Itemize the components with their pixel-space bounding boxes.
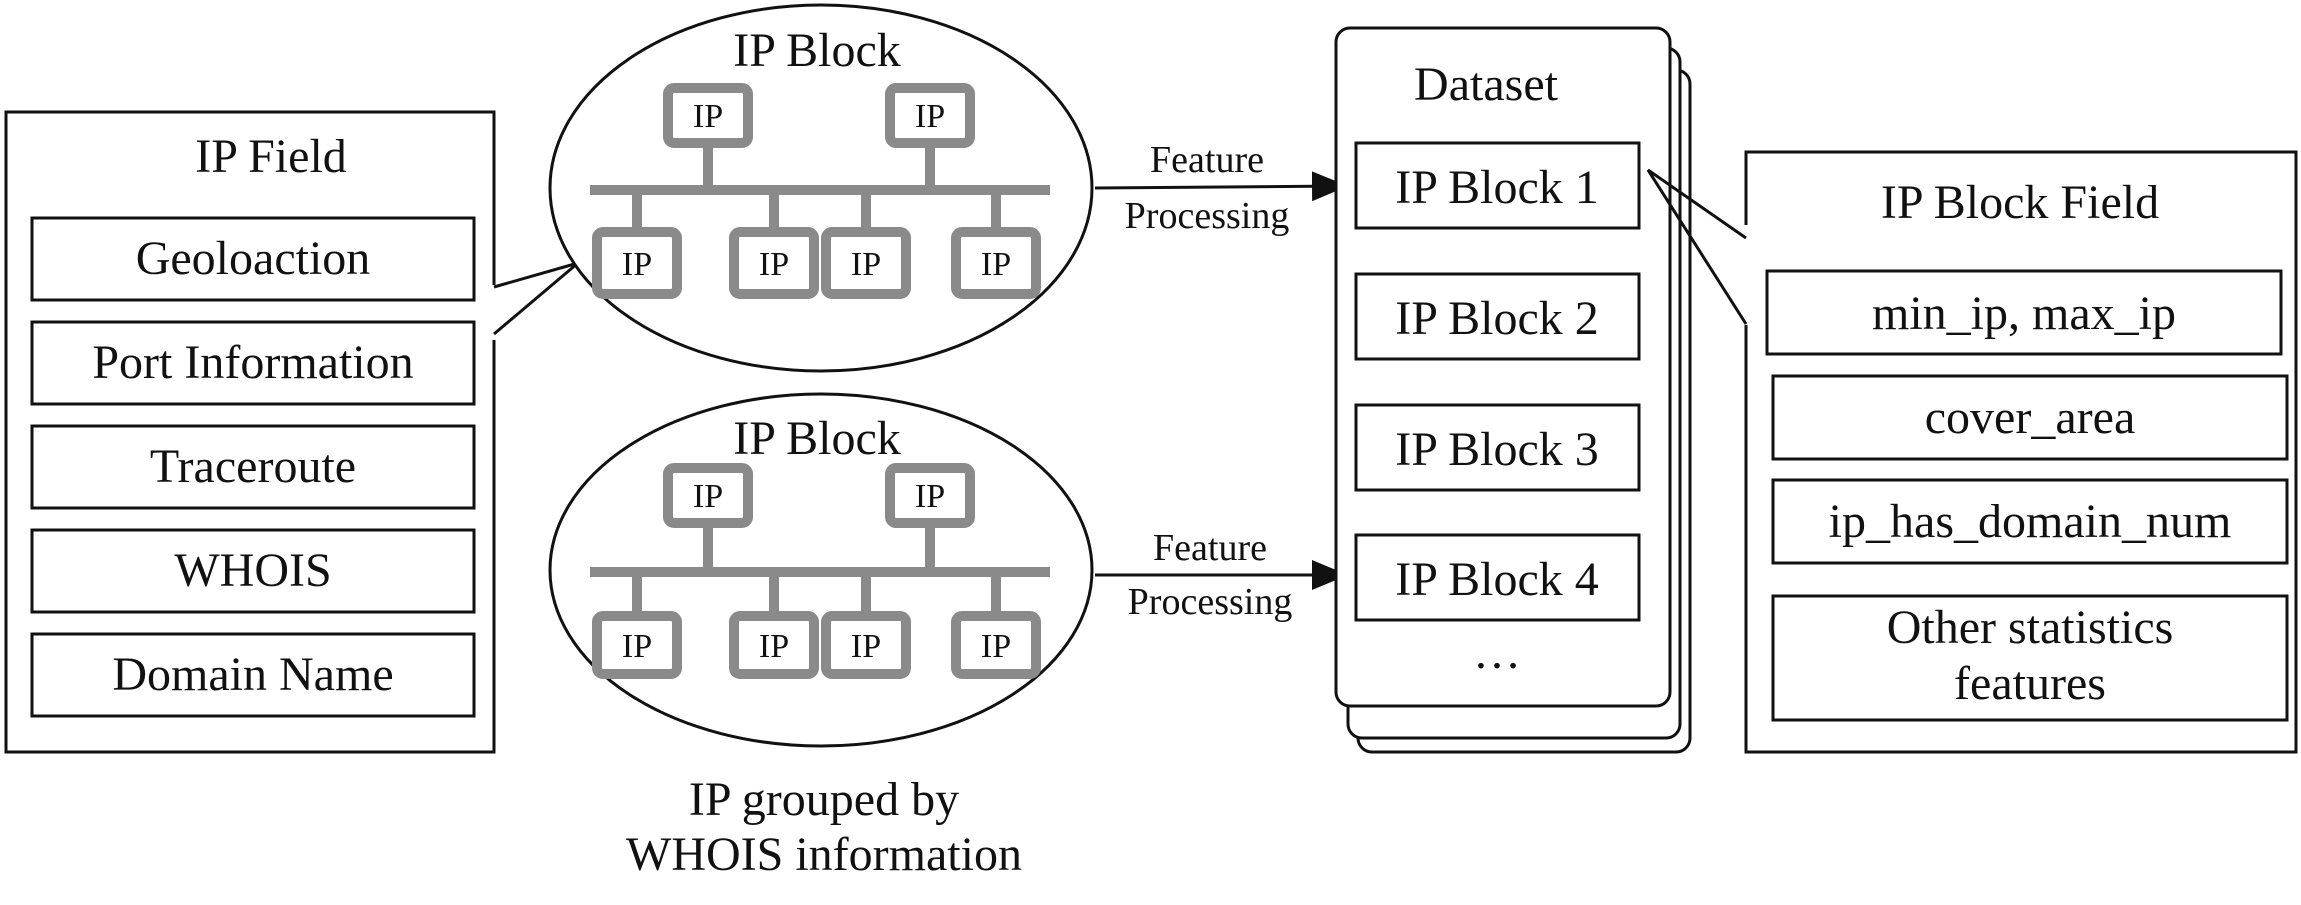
ip-field-item: Port Information [30, 320, 476, 406]
svg-text:Feature: Feature [1150, 139, 1264, 181]
ip-node: IP [885, 83, 975, 148]
ip-block-title: IP Block [733, 412, 901, 465]
feature-processing-arrow-bottom: Feature Processing [1095, 527, 1348, 623]
ip-node: IP [592, 227, 682, 299]
svg-text:ip_has_domain_num: ip_has_domain_num [1829, 495, 2232, 548]
ip-node: IP [821, 227, 911, 299]
ip-block-field-callout [1646, 168, 1750, 325]
svg-text:IP grouped by: IP grouped by [689, 773, 959, 826]
svg-text:IP: IP [981, 246, 1011, 283]
ip-node: IP [951, 227, 1041, 299]
ip-node: IP [951, 611, 1041, 679]
dataset-stack: Dataset IP Block 1 IP Block 2 IP Block 3… [1334, 26, 1692, 754]
svg-text:IP: IP [622, 628, 652, 665]
feature-processing-arrow-top: Feature Processing [1094, 139, 1348, 237]
svg-text:IP: IP [693, 478, 723, 515]
svg-text:IP Block 1: IP Block 1 [1395, 161, 1599, 214]
ip-block-field-title: IP Block Field [1881, 176, 2159, 229]
svg-text:Feature: Feature [1153, 527, 1267, 569]
svg-text:IP: IP [693, 98, 723, 135]
svg-text:Processing: Processing [1125, 195, 1290, 237]
svg-text:Domain Name: Domain Name [112, 648, 393, 701]
svg-text:IP Block 3: IP Block 3 [1395, 423, 1599, 476]
grouping-caption: IP grouped by WHOIS information [626, 773, 1022, 881]
ip-field-item: Domain Name [30, 632, 476, 718]
svg-text:IP Block 2: IP Block 2 [1395, 292, 1599, 345]
svg-text:Traceroute: Traceroute [150, 440, 356, 493]
ip-block-field-item: ip_has_domain_num [1771, 478, 2289, 565]
svg-text:IP Block 4: IP Block 4 [1395, 553, 1599, 606]
svg-text:IP: IP [851, 628, 881, 665]
ip-node: IP [592, 611, 682, 679]
svg-text:features: features [1954, 657, 2106, 710]
svg-text:IP: IP [759, 628, 789, 665]
svg-text:IP: IP [915, 98, 945, 135]
svg-text:Port Information: Port Information [92, 336, 413, 389]
svg-text:cover_area: cover_area [1925, 391, 2136, 444]
ip-node: IP [663, 83, 753, 148]
svg-text:WHOIS information: WHOIS information [626, 828, 1022, 881]
ip-block-top: IP Block IP IP IP IP IP IP [548, 3, 1094, 373]
ip-field-item: Geoloaction [30, 216, 476, 302]
dataset-item: IP Block 3 [1354, 403, 1641, 492]
dataset-ellipsis: … [1473, 626, 1521, 679]
ip-node: IP [885, 463, 975, 528]
svg-text:WHOIS: WHOIS [174, 544, 331, 597]
ip-block-field-item: Other statistics features [1771, 594, 2289, 722]
dataset-title: Dataset [1414, 58, 1559, 111]
ip-node: IP [663, 463, 753, 528]
ip-node: IP [821, 611, 911, 679]
ip-block-bottom: IP Block IP IP IP IP IP IP [548, 392, 1094, 748]
dataset-item: IP Block 2 [1354, 272, 1641, 361]
ip-field-item: Traceroute [30, 424, 476, 510]
svg-text:Processing: Processing [1128, 581, 1293, 623]
ip-block-field-item: cover_area [1771, 374, 2289, 461]
ip-block-field-item: min_ip, max_ip [1765, 269, 2283, 356]
svg-text:Other statistics: Other statistics [1887, 601, 2174, 654]
dataset-item: IP Block 1 [1354, 141, 1641, 230]
ip-block-title: IP Block [733, 24, 901, 77]
dataset-item: IP Block 4 [1354, 533, 1641, 622]
ip-node: IP [729, 611, 819, 679]
svg-text:min_ip, max_ip: min_ip, max_ip [1872, 287, 2176, 340]
ip-field-panel: IP Field Geoloaction Port Information Tr… [4, 110, 496, 754]
svg-text:IP: IP [915, 478, 945, 515]
ip-block-field-panel: IP Block Field min_ip, max_ip cover_area… [1744, 150, 2298, 754]
ip-field-title: IP Field [195, 130, 347, 183]
ip-node: IP [729, 227, 819, 299]
svg-text:Geoloaction: Geoloaction [136, 232, 371, 285]
svg-text:IP: IP [981, 628, 1011, 665]
svg-text:IP: IP [622, 246, 652, 283]
svg-text:IP: IP [851, 246, 881, 283]
svg-text:IP: IP [759, 246, 789, 283]
ip-field-item: WHOIS [30, 528, 476, 614]
ip-field-callout [490, 261, 579, 340]
